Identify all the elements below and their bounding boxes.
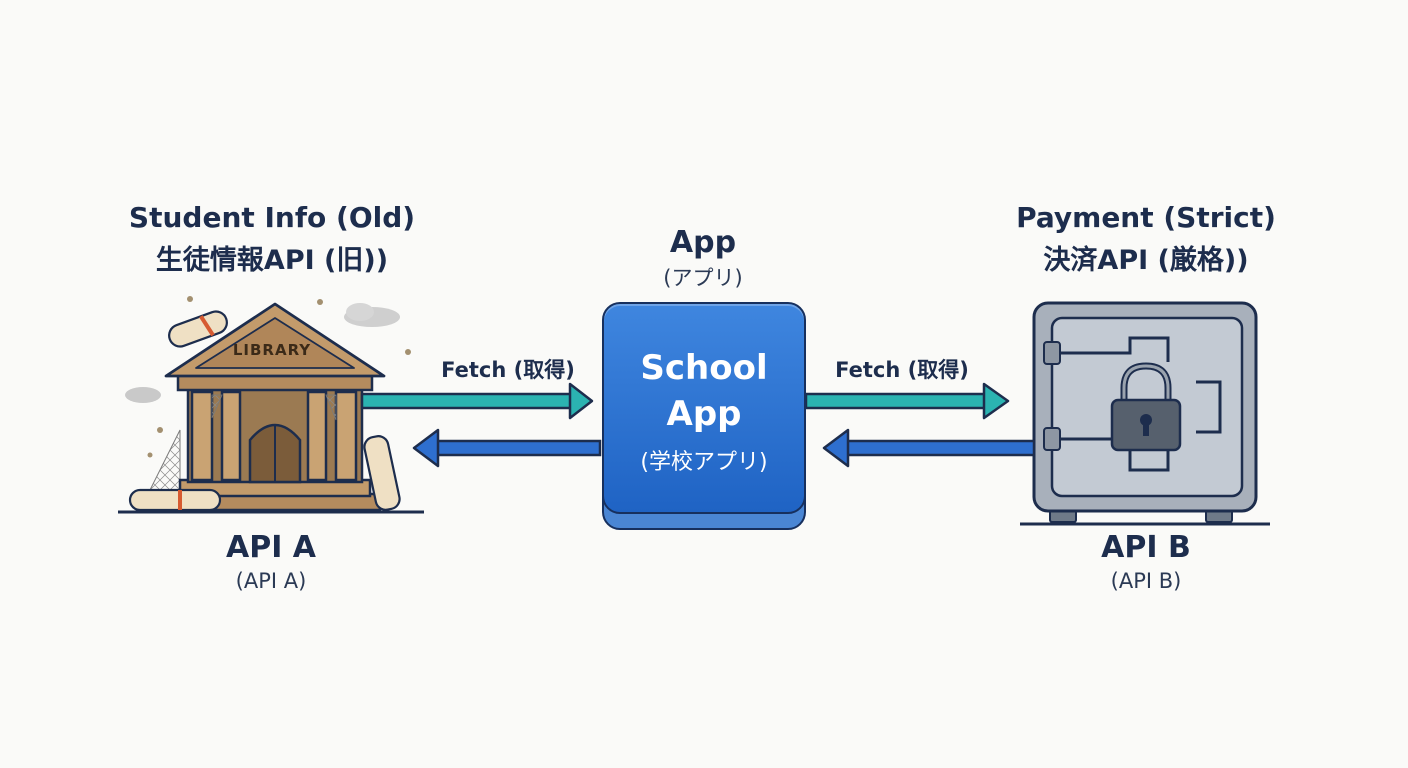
left-title-en: Student Info (Old) [128, 201, 416, 234]
right-api-label: API B [1101, 530, 1191, 565]
arrow-left-fetch-response [412, 428, 602, 468]
arrow-right-fetch-request [804, 382, 1010, 420]
padlock-icon [1110, 362, 1182, 452]
right-title-jp: 決済API (厳格)) [1043, 245, 1249, 276]
right-api-sub: (API B) [1110, 569, 1182, 593]
left-api-sub: (API A) [235, 569, 307, 593]
library-building-icon [118, 296, 424, 514]
center-title: App [669, 225, 737, 260]
app-box-line2: App [666, 394, 742, 434]
right-title-en: Payment (Strict) [1016, 201, 1276, 234]
app-box-line1: School [640, 348, 768, 388]
school-app-node[interactable]: School App (学校アプリ) [602, 302, 806, 530]
left-title-jp: 生徒情報API (旧)) [155, 245, 389, 276]
app-box-line3: (学校アプリ) [640, 450, 768, 475]
arrow-left-fetch-request [360, 382, 594, 420]
arrow-right-fetch-response [822, 428, 1036, 468]
left-arrow-label: Fetch (取得) [441, 358, 575, 382]
library-sign: LIBRARY [232, 341, 312, 359]
center-subtitle: (アプリ) [663, 266, 743, 290]
left-api-label: API A [225, 530, 317, 565]
right-arrow-label: Fetch (取得) [835, 358, 969, 382]
app-box-face: School App (学校アプリ) [602, 302, 806, 514]
